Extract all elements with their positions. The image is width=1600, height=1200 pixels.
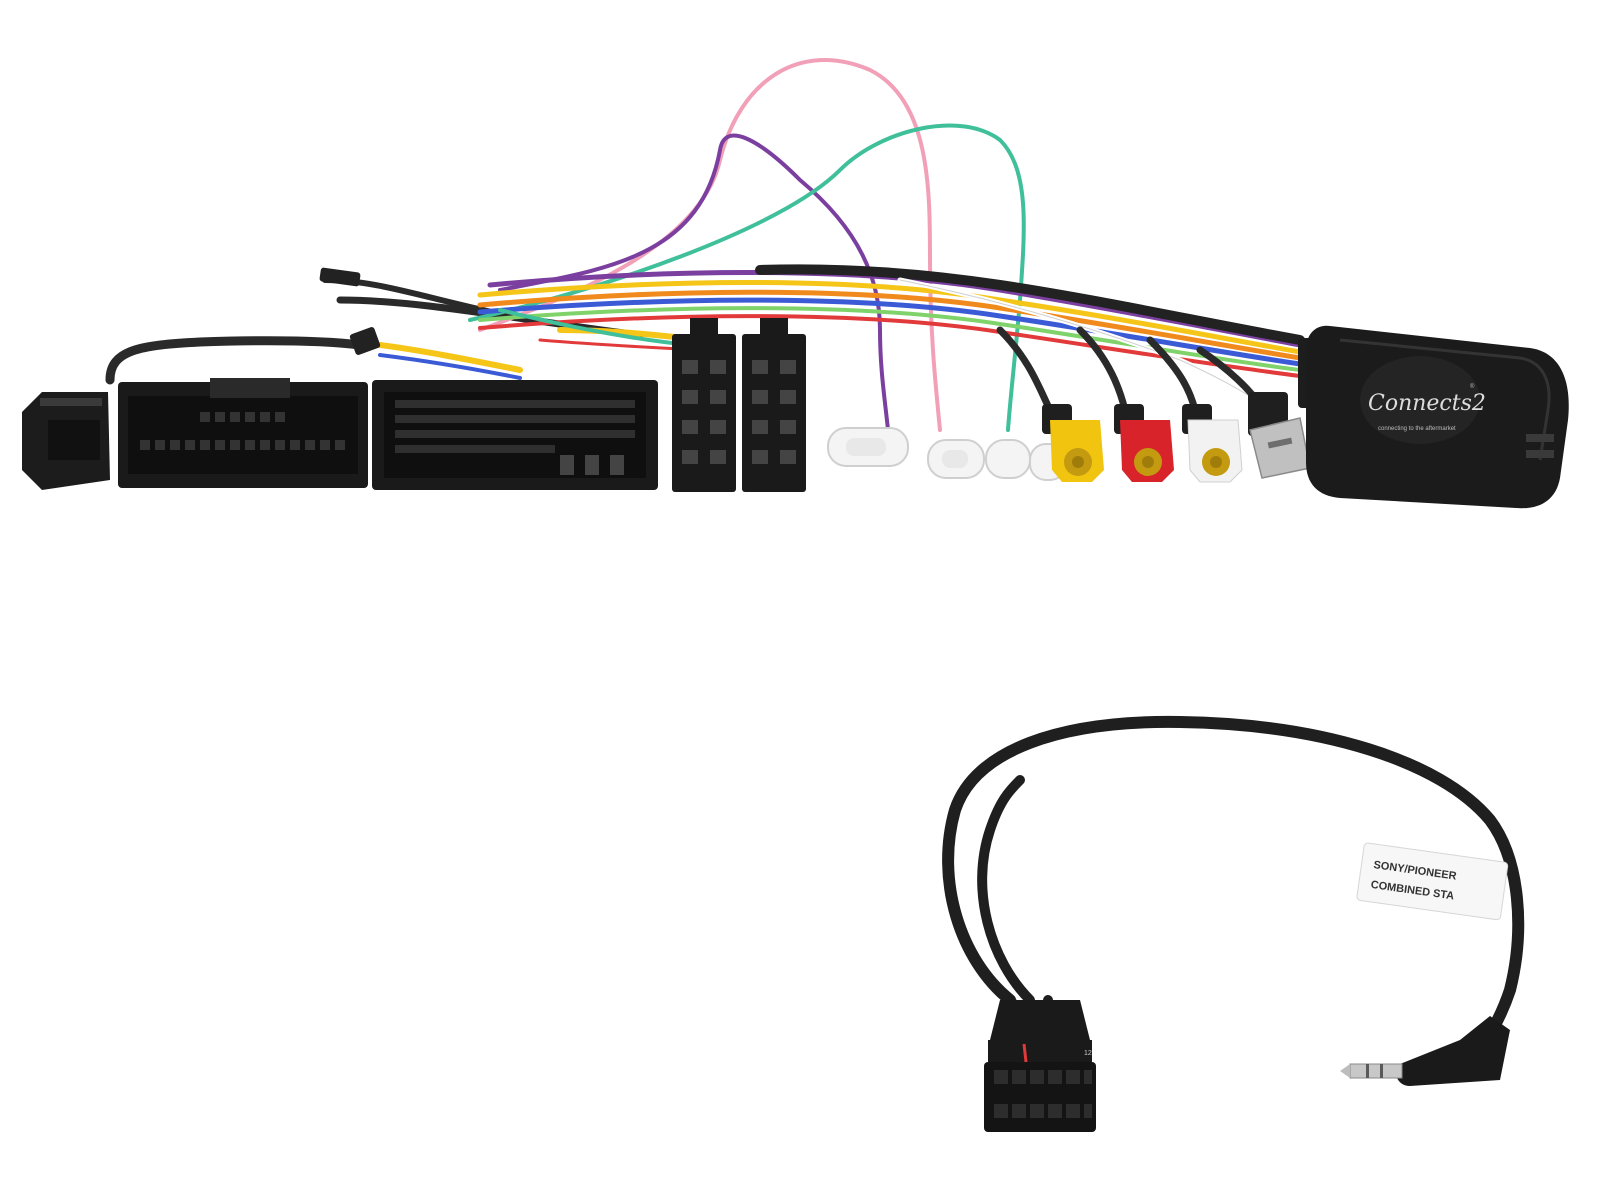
patch-lead-12pin-connector: 12 (984, 1000, 1096, 1132)
patch-lead-jack (1340, 1016, 1510, 1086)
iso-connector-left (672, 318, 736, 492)
interface-module: Connects2 connecting to the aftermarket … (1298, 325, 1569, 509)
rca-plug-yellow (1042, 404, 1104, 482)
rca-plug-white (1182, 404, 1243, 483)
iso-connector-right (742, 318, 806, 492)
module-tagline: connecting to the aftermarket (1378, 426, 1456, 432)
module-logo: Connects2 (1368, 391, 1486, 416)
rca-plug-red (1114, 404, 1174, 482)
bullet-connector-3 (985, 439, 1031, 479)
cable-tie-tab (319, 267, 381, 355)
small-black-connector (22, 392, 110, 490)
usb-plug (1248, 392, 1311, 479)
patch-lead-label: SONY/PIONEER COMBINED STA (1356, 842, 1509, 921)
bullet-connector-2 (927, 439, 985, 479)
pin-marking: 12 (1084, 1050, 1092, 1057)
vehicle-connector-main (118, 378, 368, 488)
vehicle-connector-secondary (372, 380, 658, 490)
bullet-connector-1 (827, 427, 909, 467)
module-logo-mark: ® (1470, 383, 1475, 390)
